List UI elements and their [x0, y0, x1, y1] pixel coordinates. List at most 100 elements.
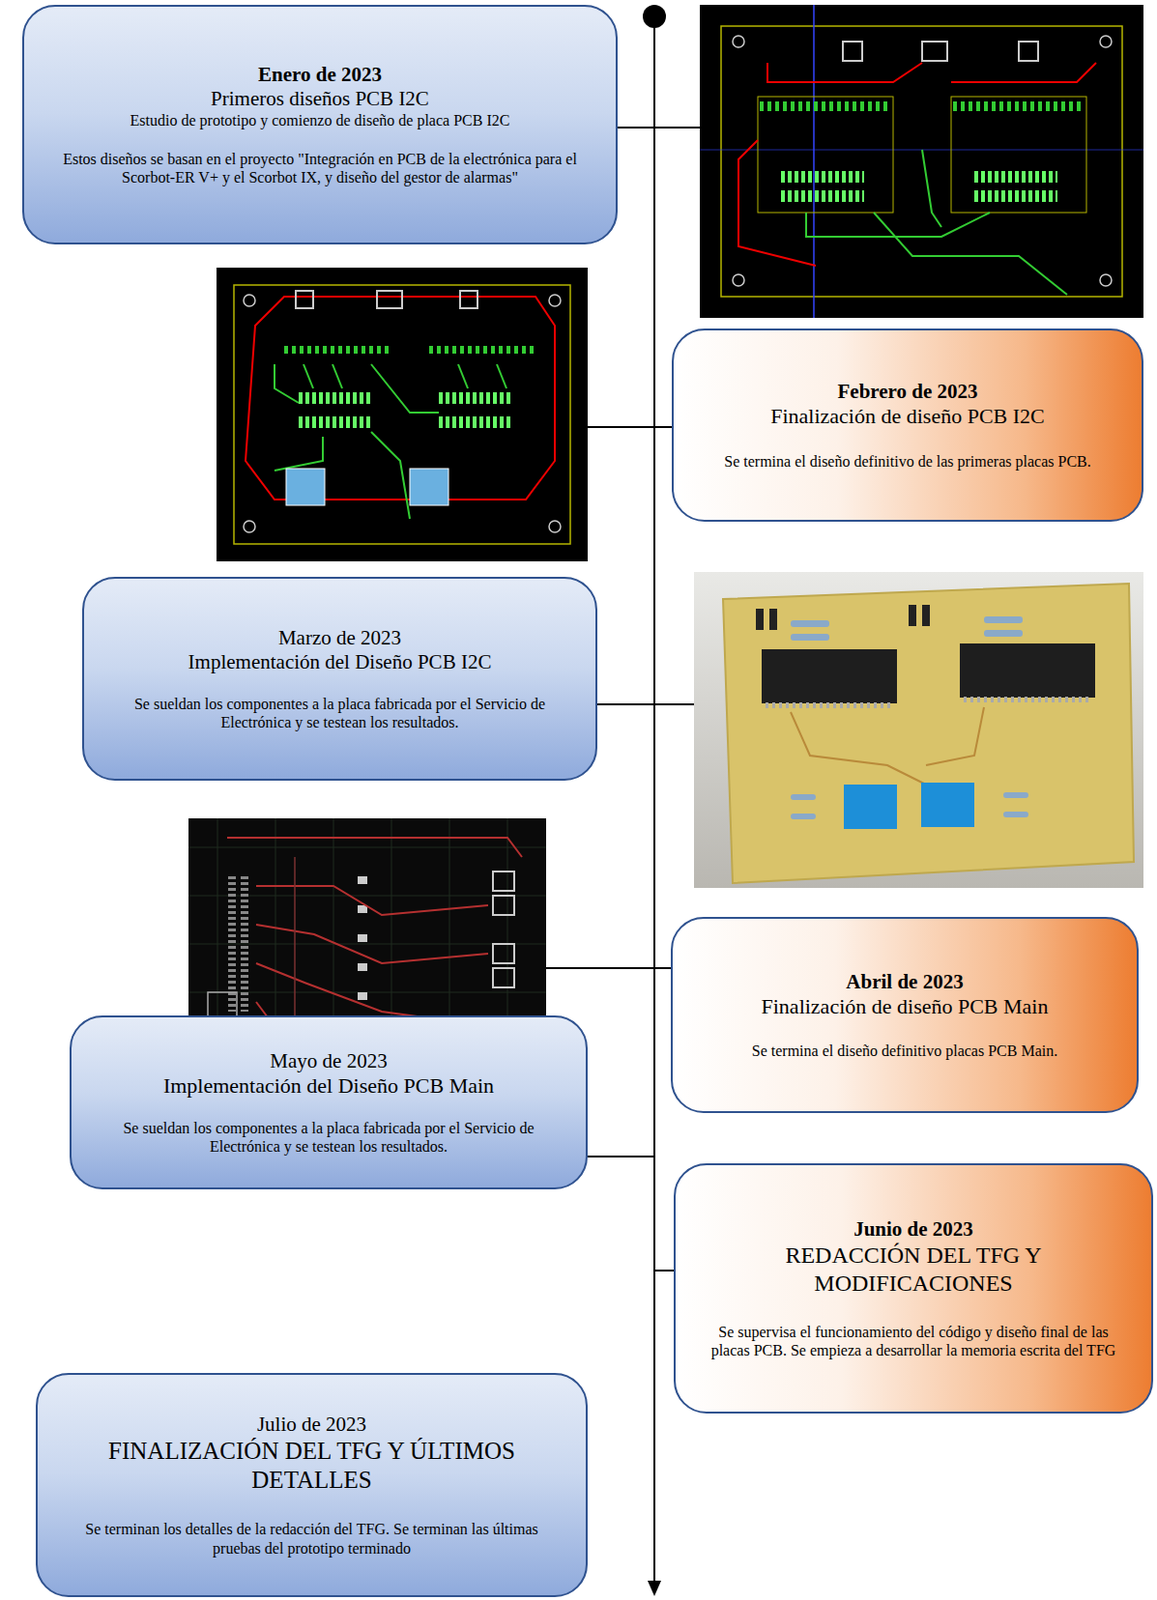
- pcb-design-image: [298, 392, 372, 405]
- pcb-design-image: [1099, 35, 1112, 48]
- branch-line: [597, 703, 695, 706]
- pcb-design-image: [922, 149, 942, 228]
- board-photo: [790, 620, 830, 628]
- phase-title: FINALIZACIÓN DEL TFG Y ÚLTIMOS DETALLES: [60, 1437, 563, 1496]
- pcb-design-image: [780, 171, 865, 183]
- phase-description: Se supervisa el funcionamiento del códig…: [698, 1323, 1129, 1360]
- pcb-design-image: [256, 886, 489, 916]
- board-photo: [925, 707, 984, 766]
- pcb-design-image: [228, 876, 236, 1013]
- branch-line: [587, 426, 672, 429]
- pcb-design-image: [806, 212, 990, 237]
- pcb-design-image: [243, 294, 256, 307]
- timeline-box: Julio de 2023FINALIZACIÓN DEL TFG Y ÚLTI…: [35, 1373, 588, 1598]
- date-heading: Febrero de 2023: [837, 379, 978, 405]
- date-heading: Junio de 2023: [853, 1217, 974, 1243]
- timeline-box: Febrero de 2023Finalización de diseño PC…: [671, 328, 1144, 522]
- pcb-design-image: [492, 871, 515, 892]
- board-photo: [790, 634, 830, 641]
- pcb-design-image: [780, 190, 865, 203]
- board-photo: [908, 605, 917, 627]
- pcb-design-image: [492, 896, 515, 916]
- pcb-design-image: [922, 41, 948, 61]
- date-heading: Abril de 2023: [845, 970, 963, 995]
- branch-line: [587, 1156, 655, 1158]
- phase-description: Se terminan los detalles de la redacción…: [60, 1520, 563, 1558]
- pcb-design-image: [274, 436, 323, 471]
- timeline-box: Junio de 2023REDACCIÓN DEL TFG Y MODIFIC…: [673, 1163, 1154, 1415]
- pcb-design-image: [274, 364, 299, 404]
- pcb-design-image: [953, 101, 1085, 112]
- board-photo: [1003, 811, 1029, 818]
- branch-line: [617, 126, 700, 129]
- pcb-design-image: [409, 468, 449, 506]
- pcb-design-image: [951, 62, 1097, 83]
- time-axis: [653, 16, 656, 1584]
- pcb-design-image: [732, 35, 745, 48]
- pcb-design-image: [767, 62, 923, 83]
- phase-title: REDACCIÓN DEL TFG Y MODIFICACIONES: [698, 1242, 1129, 1299]
- pcb-design-image: [1099, 274, 1112, 287]
- pcb-design-image: [732, 274, 745, 287]
- pcb-design-image: [298, 416, 372, 429]
- board-photo: [723, 583, 1134, 884]
- pcb-design-image: [243, 520, 256, 533]
- pcb-design-image: [492, 968, 515, 988]
- pcb-design-image: [974, 171, 1058, 183]
- timeline-box: Marzo de 2023Implementación del Diseño P…: [82, 577, 598, 781]
- phase-title: Primeros diseños PCB I2C: [210, 86, 430, 112]
- board-photo: [790, 794, 816, 801]
- board-photo: [921, 782, 975, 828]
- phase-title: Implementación del Diseño PCB Main: [163, 1073, 494, 1100]
- date-heading: Julio de 2023: [257, 1413, 367, 1438]
- board-photo: [983, 630, 1023, 637]
- pcb-design-image: [438, 392, 512, 405]
- board-photo: [983, 616, 1023, 624]
- pcb-design-image: [216, 267, 588, 562]
- pcb-design-image: [227, 838, 522, 858]
- phase-description: Se sueldan los componentes a la placa fa…: [94, 1119, 563, 1157]
- pcb-design-image: [332, 364, 343, 389]
- date-heading: Marzo de 2023: [278, 626, 402, 651]
- phase-description: Se termina el diseño definitivo placas P…: [752, 1041, 1058, 1061]
- pcb-design-image: [438, 416, 512, 429]
- phase-title: Finalización de diseño PCB I2C: [770, 404, 1045, 430]
- pcb-design-image: [295, 290, 314, 309]
- pcb-design-image: [492, 944, 515, 964]
- phase-description: Estudio de prototipo y comienzo de diseñ…: [130, 111, 511, 130]
- date-heading: Mayo de 2023: [269, 1049, 387, 1074]
- pcb-design-image: [256, 925, 489, 964]
- board-photo: [694, 572, 1144, 889]
- board-photo: [922, 605, 930, 627]
- pcb-design-image: [842, 41, 863, 61]
- phase-description: Se sueldan los componentes a la placa fa…: [107, 694, 573, 732]
- pcb-design-image: [1018, 41, 1039, 61]
- board-photo: [1003, 792, 1029, 799]
- board-photo: [765, 702, 894, 709]
- time-axis: [647, 1581, 662, 1597]
- pcb-design-image: [376, 290, 403, 309]
- board-photo: [963, 696, 1092, 703]
- pcb-design-image: [738, 140, 816, 266]
- pcb-design-image: [216, 267, 588, 562]
- pcb-design-image: [460, 290, 478, 309]
- board-photo: [694, 572, 1144, 889]
- pcb-design-image: [759, 101, 892, 112]
- pcb-design-image: [240, 876, 249, 1013]
- time-axis: [642, 4, 666, 1597]
- pcb-design-image: [549, 520, 561, 533]
- pcb-design-image: [757, 96, 894, 213]
- timeline-box: Enero de 2023Primeros diseños PCB I2CEst…: [22, 4, 618, 245]
- board-photo: [790, 712, 926, 785]
- pcb-design-image: [721, 26, 1123, 297]
- time-axis: [642, 4, 666, 29]
- pcb-design-image: [458, 364, 468, 389]
- phase-title: Implementación del Diseño PCB I2C: [188, 650, 492, 675]
- pcb-design-image: [873, 212, 1068, 295]
- pcb-design-image: [496, 364, 507, 389]
- pcb-design-image: [549, 294, 561, 307]
- pcb-design-image: [429, 346, 536, 354]
- pcb-design-image: [303, 364, 314, 389]
- pcb-design-image: [371, 364, 439, 413]
